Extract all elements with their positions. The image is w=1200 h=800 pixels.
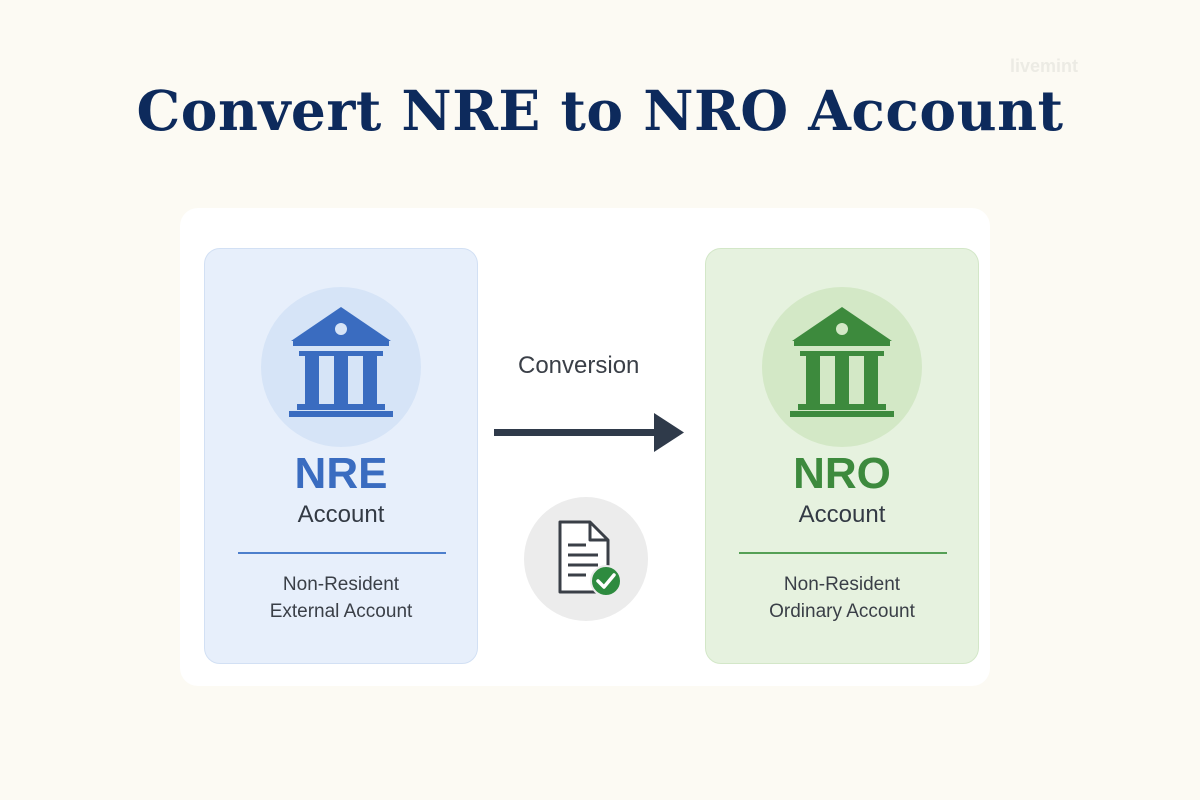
nre-account-word: Account (297, 501, 385, 528)
nro-account-word: Account (798, 501, 886, 528)
nre-icon-circle (261, 287, 421, 447)
nre-description: Non-Resident External Account (205, 571, 477, 625)
nro-icon-circle (762, 287, 922, 447)
watermark: livemint (1010, 56, 1079, 76)
document-check-circle (524, 497, 648, 621)
nre-desc-line1: Non-Resident (282, 574, 400, 595)
nre-desc-line2: External Account (269, 601, 413, 622)
nro-account-card: NRO Account Non-Resident Ordinary Accoun… (705, 248, 979, 664)
nro-divider (739, 552, 947, 554)
nre-account-card: NRE Account Non-Resident External Accoun… (204, 248, 478, 664)
bank-icon (790, 307, 894, 417)
nro-code: NRO (793, 449, 891, 498)
page-title: Convert NRE to NRO Account (136, 78, 1064, 143)
nro-description: Non-Resident Ordinary Account (706, 571, 978, 625)
document-check-icon (558, 520, 622, 597)
arrow-right-icon (494, 413, 684, 452)
conversion-label: Conversion (518, 352, 640, 379)
nre-divider (238, 552, 446, 554)
nro-desc-line1: Non-Resident (783, 574, 901, 595)
bank-icon (289, 307, 393, 417)
nro-desc-line2: Ordinary Account (769, 601, 915, 622)
nre-code: NRE (294, 449, 388, 498)
